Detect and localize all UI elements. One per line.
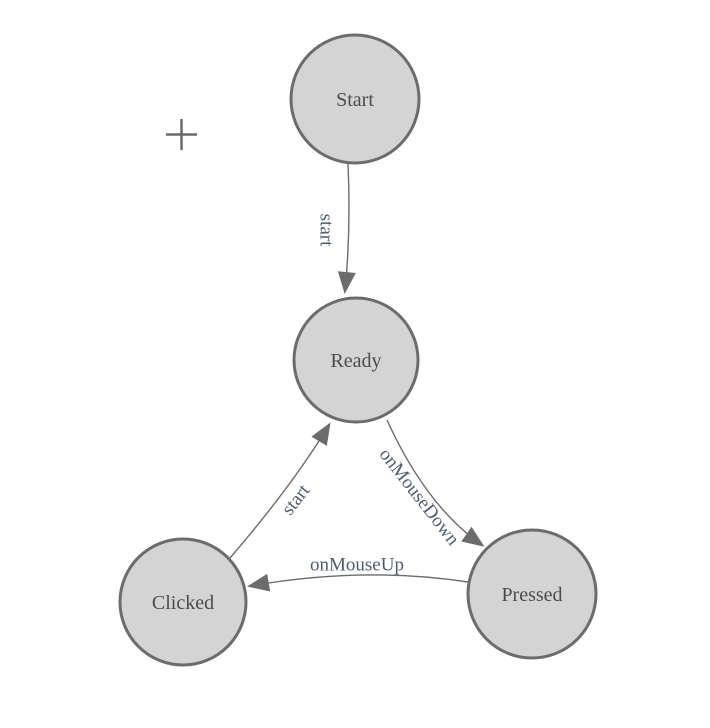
edge-start-to-ready[interactable] bbox=[337, 163, 356, 294]
state-circle-ready[interactable] bbox=[292, 296, 420, 424]
edge-clicked-to-ready[interactable] bbox=[229, 422, 331, 559]
state-label-pressed: Pressed bbox=[501, 584, 562, 606]
state-circle-pressed[interactable] bbox=[466, 528, 598, 660]
state-label-start: Start bbox=[336, 89, 374, 111]
state-label-clicked: Clicked bbox=[152, 592, 214, 614]
state-circle-start[interactable] bbox=[289, 33, 421, 165]
edge-label-pressed-to-clicked: onMouseUp bbox=[310, 555, 404, 576]
state-circle-clicked[interactable] bbox=[118, 537, 248, 667]
node-ready[interactable]: Ready bbox=[292, 296, 420, 424]
state-label-ready: Ready bbox=[330, 350, 381, 372]
nodes-layer: Start Ready Clicked Pressed bbox=[118, 33, 598, 667]
node-start[interactable]: Start bbox=[289, 33, 421, 165]
edge-ready-to-pressed[interactable] bbox=[386, 419, 485, 547]
crosshair-icon bbox=[166, 119, 197, 150]
node-pressed[interactable]: Pressed bbox=[466, 528, 598, 660]
edge-pressed-to-clicked[interactable] bbox=[247, 573, 469, 592]
node-clicked[interactable]: Clicked bbox=[118, 537, 248, 667]
edge-label-ready-to-pressed: onMouseDown bbox=[375, 444, 464, 550]
edge-label-clicked-to-ready: start bbox=[278, 480, 315, 519]
edges-layer bbox=[229, 163, 485, 592]
edge-label-start-to-ready: start bbox=[316, 214, 337, 247]
